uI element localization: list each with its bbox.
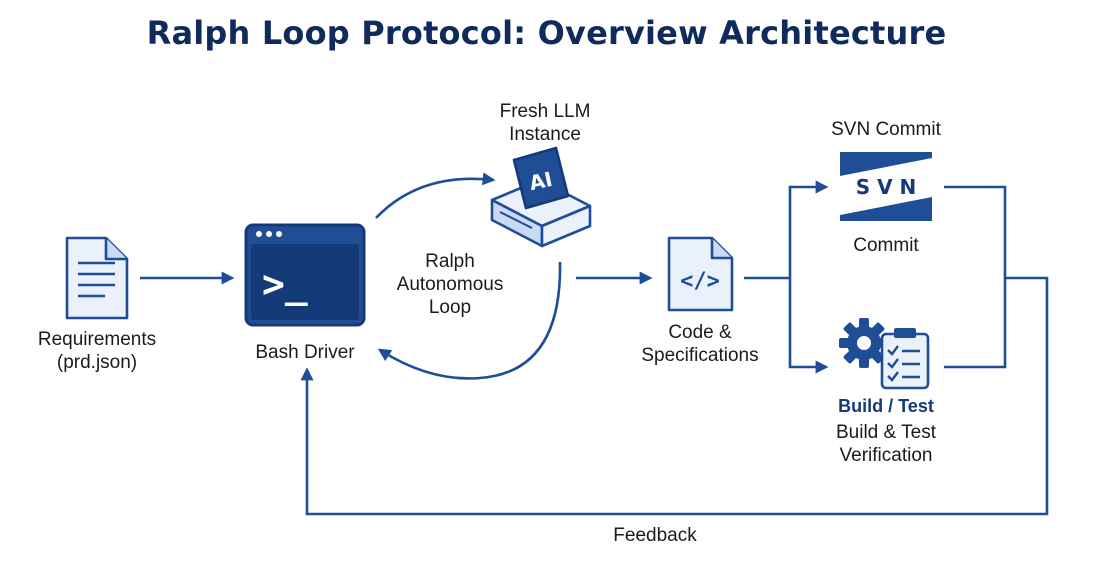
terminal-prompt: >_ [262, 262, 308, 306]
llm-label: Fresh LLM Instance [499, 101, 591, 145]
arrow-feedback [300, 276, 1049, 516]
line-build-to-merge [944, 278, 1007, 369]
ai-badge: AI [527, 167, 554, 195]
svn-commit-title: SVN Commit [831, 119, 941, 140]
page-title: Ralph Loop Protocol: Overview Architectu… [146, 14, 947, 52]
arrow-split-to-svn [788, 180, 829, 278]
build-verification-label: Build & Test Verification [836, 422, 936, 466]
arrow-loop-upper [375, 172, 496, 219]
ai-server-icon: AI [490, 146, 592, 248]
code-label: Code & Specifications [641, 322, 759, 366]
svn-logo-icon: S V N [840, 152, 932, 221]
loop-label: Ralph Autonomous Loop [396, 251, 504, 318]
svn-logo-text: S V N [856, 175, 917, 199]
arrow-split-to-build [788, 278, 829, 374]
terminal-window-icon: >_ [244, 223, 366, 327]
build-test-bold-label: Build / Test [838, 396, 934, 416]
code-file-icon: </> [667, 236, 734, 312]
feedback-label: Feedback [613, 525, 697, 546]
line-svn-to-merge [944, 185, 1007, 278]
checklist-icon [880, 328, 930, 390]
bash-driver-label: Bash Driver [255, 342, 355, 363]
connectors [140, 172, 1049, 516]
svn-commit-label: Commit [853, 235, 919, 256]
gear-icon [839, 318, 889, 368]
code-glyph: </> [680, 269, 720, 294]
gear-checklist-icon [839, 318, 930, 390]
document-icon [65, 236, 129, 320]
requirements-label: Requirements (prd.json) [37, 329, 157, 373]
arrow-loop-lower [377, 261, 562, 380]
